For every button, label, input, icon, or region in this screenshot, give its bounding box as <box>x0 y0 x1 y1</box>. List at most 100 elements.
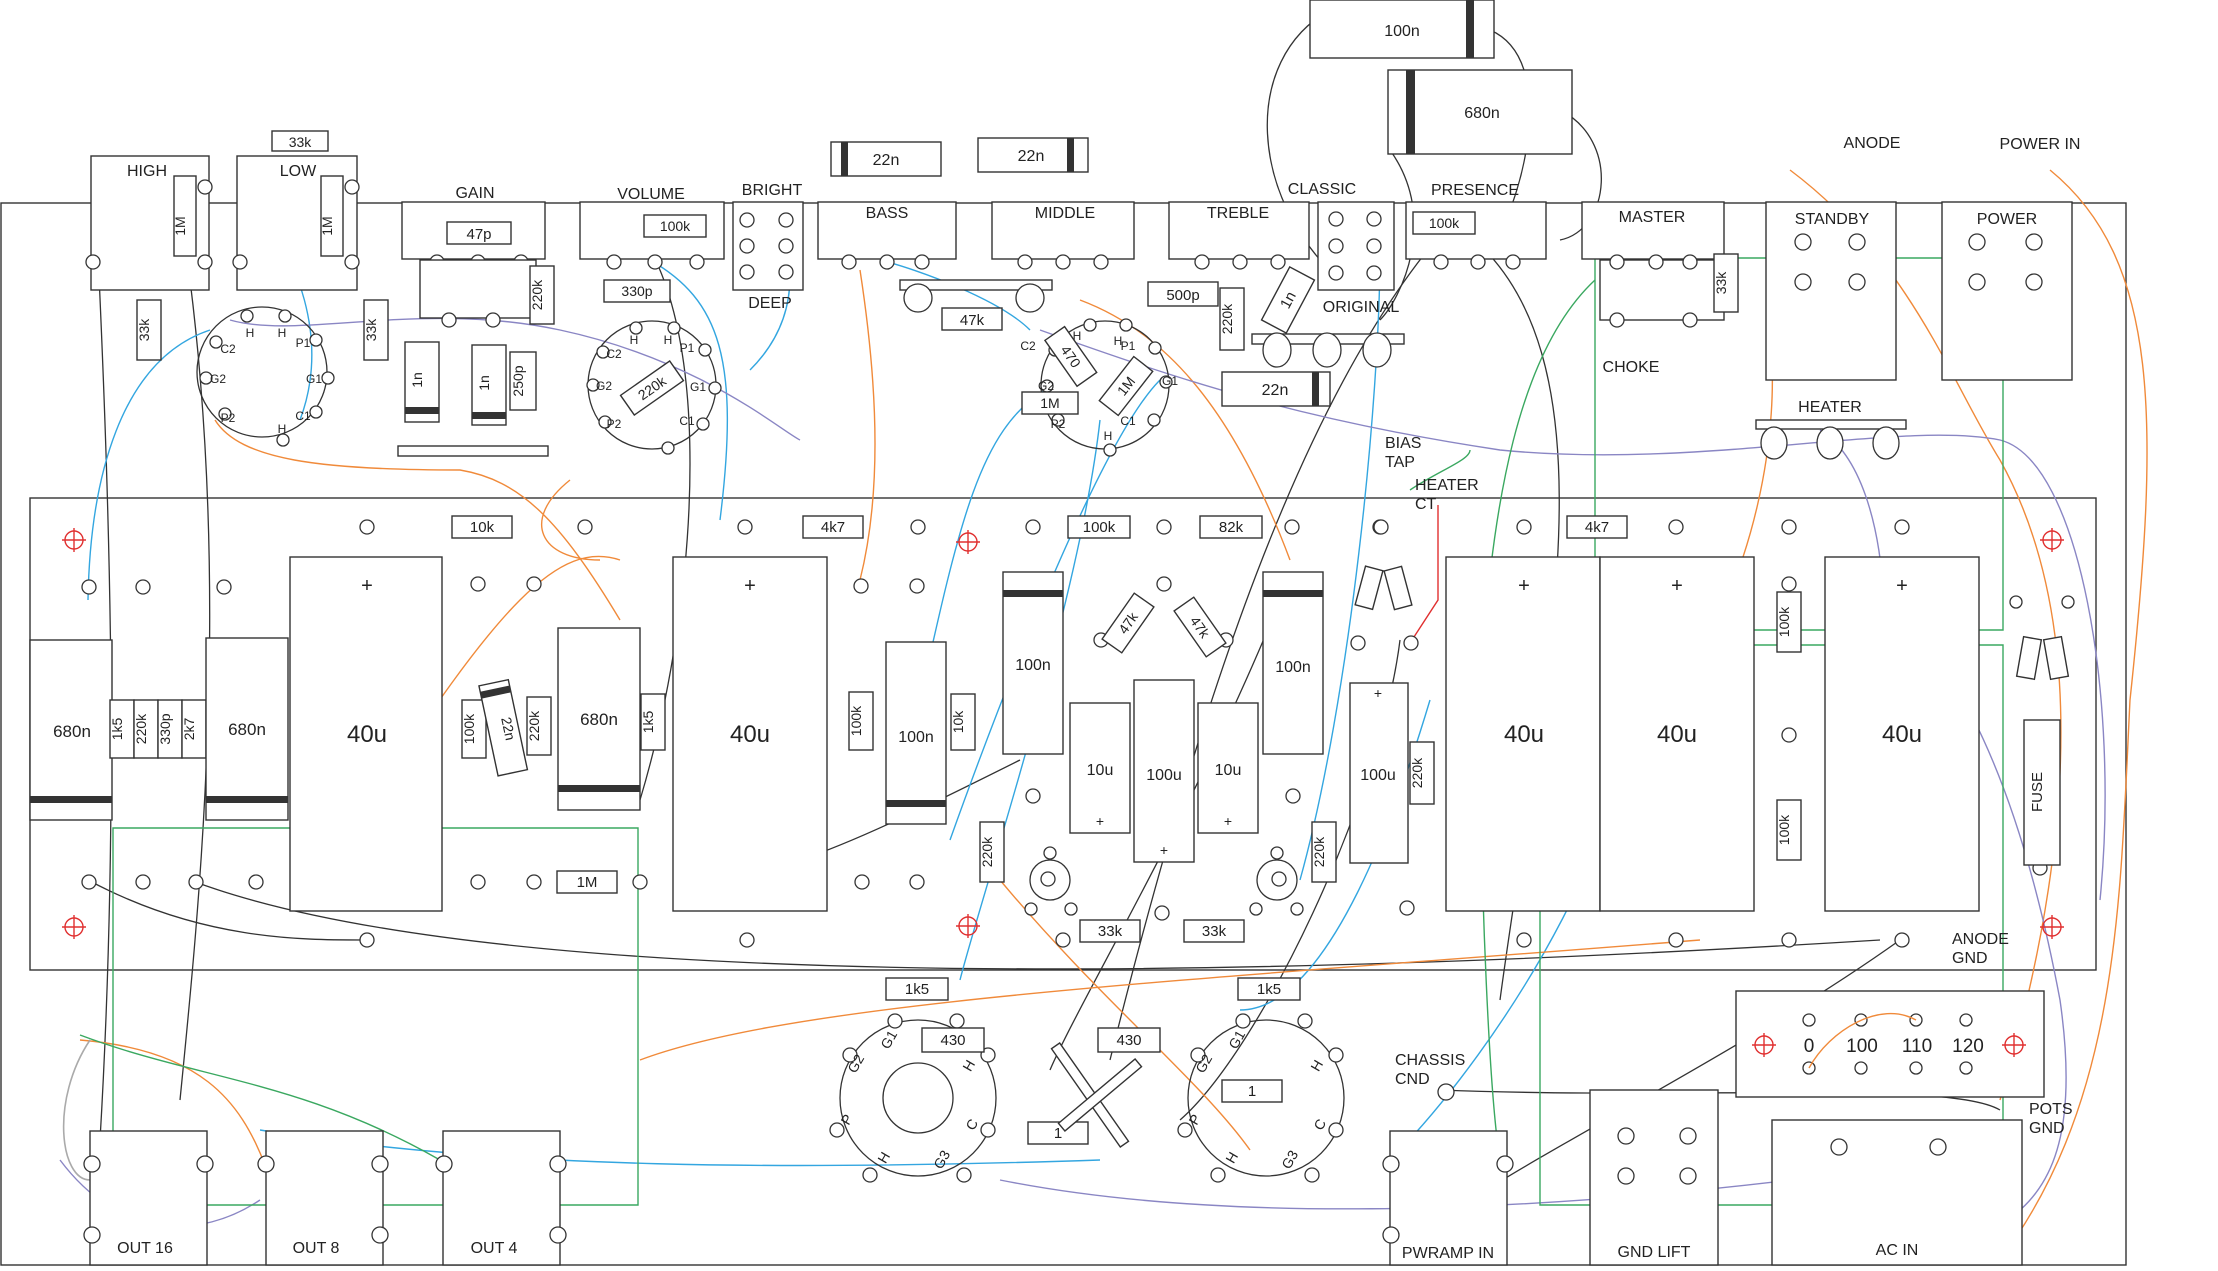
svg-text:G2: G2 <box>596 379 612 393</box>
turret <box>526 576 542 592</box>
svg-text:GND LIFT: GND LIFT <box>1618 1244 1691 1261</box>
svg-text:P1: P1 <box>680 341 695 355</box>
svg-text:82k: 82k <box>1219 519 1244 536</box>
pot-bass[interactable]: BASS <box>817 201 957 270</box>
svg-text:100k: 100k <box>461 713 477 744</box>
cap-100n-3: 100n <box>1262 571 1324 755</box>
svg-text:330p: 330p <box>157 713 173 744</box>
svg-text:430: 430 <box>940 1032 965 1049</box>
voltage-selector[interactable]: 0 100 110 120 <box>1735 990 2045 1098</box>
cap-22n-v2: 22n <box>1221 371 1331 407</box>
jack-out16[interactable]: OUT 16 <box>83 1130 214 1266</box>
trimmer-left[interactable] <box>1024 846 1078 916</box>
svg-text:430: 430 <box>1116 1032 1141 1049</box>
svg-text:GAIN: GAIN <box>455 185 494 202</box>
cap-40u-3: + 40u <box>1445 556 1601 912</box>
resistor-82k: 82k <box>1199 515 1263 539</box>
switch-bright[interactable]: BRIGHT DEEP <box>732 182 804 312</box>
cap-10u-2: 10u + <box>1197 702 1259 834</box>
svg-text:P2: P2 <box>607 417 622 431</box>
svg-text:H: H <box>630 333 639 347</box>
switch-standby[interactable]: STANDBY <box>1765 201 1897 381</box>
switch-gnd-lift[interactable]: GND LIFT <box>1589 1089 1719 1266</box>
svg-text:+: + <box>1160 842 1168 858</box>
svg-text:100u: 100u <box>1360 767 1396 784</box>
svg-text:MIDDLE: MIDDLE <box>1035 205 1095 222</box>
cap-100u-1: 100u + <box>1133 679 1195 863</box>
cap-40u-4: + 40u <box>1599 556 1755 912</box>
pot-presence[interactable]: PRESENCE 100k <box>1405 182 1547 270</box>
switch-power[interactable]: POWER <box>1941 201 2073 381</box>
svg-text:+: + <box>1671 575 1683 597</box>
anode-gnd-label-2: GND <box>1952 950 1988 967</box>
cap-1n-treble: 1n <box>1260 265 1316 335</box>
svg-text:G1: G1 <box>877 1027 900 1051</box>
svg-text:100n: 100n <box>1275 659 1311 676</box>
svg-text:G2: G2 <box>1038 379 1054 393</box>
svg-text:OUT 4: OUT 4 <box>471 1240 518 1257</box>
resistor-2k7: 2k7 <box>181 699 207 759</box>
svg-text:40u: 40u <box>1657 721 1697 748</box>
svg-text:+: + <box>1096 813 1104 829</box>
resistor-1k5-out2: 1k5 <box>1237 977 1301 1001</box>
turret <box>216 579 232 595</box>
pots-gnd-label-1: POTS <box>2029 1101 2073 1118</box>
pot-gain[interactable]: GAIN 47p <box>401 185 546 328</box>
svg-text:220k: 220k <box>1311 836 1327 867</box>
svg-text:10u: 10u <box>1215 762 1242 779</box>
turret <box>81 579 97 595</box>
svg-text:680n: 680n <box>1464 105 1500 122</box>
svg-text:PRESENCE: PRESENCE <box>1431 182 1519 199</box>
svg-text:DEEP: DEEP <box>748 295 792 312</box>
resistor-10k-1: 10k <box>451 515 513 539</box>
svg-text:220k: 220k <box>133 713 149 744</box>
svg-text:33k: 33k <box>1713 271 1729 295</box>
jack-out8[interactable]: OUT 8 <box>257 1130 389 1266</box>
svg-text:4k7: 4k7 <box>1585 519 1609 536</box>
switch-classic[interactable]: CLASSIC ORIGINAL <box>1288 181 1400 316</box>
svg-text:MASTER: MASTER <box>1619 209 1686 226</box>
heater-ct-label-1: HEATER <box>1415 477 1479 494</box>
svg-text:22n: 22n <box>1262 382 1289 399</box>
svg-text:500p: 500p <box>1166 287 1199 304</box>
trimmer-right[interactable] <box>1249 846 1304 916</box>
jack-pwramp-in[interactable]: PWRAMP IN <box>1382 1130 1514 1266</box>
resistor-100k-2: 100k <box>461 699 487 759</box>
cap-22n-middle: 22n <box>977 137 1089 173</box>
svg-text:BASS: BASS <box>866 205 909 222</box>
svg-text:100k: 100k <box>848 705 864 736</box>
svg-text:22n: 22n <box>873 152 900 169</box>
pot-master[interactable]: MASTER <box>1581 201 1725 328</box>
svg-text:P1: P1 <box>1121 339 1136 353</box>
pot-high[interactable]: HIGH 1M <box>85 155 213 291</box>
resistor-220k-4: 220k <box>1311 821 1337 883</box>
resistor-33k-top: 33k <box>271 130 329 152</box>
jack-out4[interactable]: OUT 4 <box>435 1130 567 1266</box>
resistor-1k5-1: 1k5 <box>109 699 135 759</box>
pot-treble[interactable]: TREBLE <box>1168 201 1310 270</box>
cap-680n-3: 680n <box>557 627 641 811</box>
svg-text:40u: 40u <box>1504 721 1544 748</box>
resistor-220k-treble: 220k <box>1219 287 1245 351</box>
resistor-100k-4: 100k <box>1067 515 1131 539</box>
turret <box>1156 576 1172 592</box>
chassis-gnd-label-1: CHASSIS <box>1395 1052 1465 1069</box>
turret-row-bottom <box>81 860 2048 948</box>
pot-middle[interactable]: MIDDLE <box>991 201 1135 270</box>
svg-text:C: C <box>962 1116 981 1133</box>
cap-1n-b: 1n <box>471 344 507 426</box>
svg-text:110: 110 <box>1902 1036 1932 1057</box>
resistor-1m-board: 1M <box>556 870 618 894</box>
cap-22n-bass: 22n <box>830 141 942 177</box>
resistor-33k-right: 33k <box>363 299 389 361</box>
ac-in-socket[interactable]: AC IN <box>1771 1119 2023 1266</box>
svg-text:10k: 10k <box>950 710 966 734</box>
cap-40u-2: + 40u <box>672 556 828 912</box>
pot-volume[interactable]: VOLUME 100k 330p <box>579 186 725 303</box>
tube-socket-v1: H H P1 G1 C1 H P2 G2 C2 <box>196 306 335 447</box>
svg-text:4k7: 4k7 <box>821 519 845 536</box>
svg-text:H: H <box>1104 429 1113 443</box>
pot-low[interactable]: LOW 1M <box>232 155 360 291</box>
tube-socket-v2: H H P1 G1 C1 P2 G2 C2 220k <box>586 320 722 455</box>
svg-text:G2: G2 <box>210 372 226 386</box>
